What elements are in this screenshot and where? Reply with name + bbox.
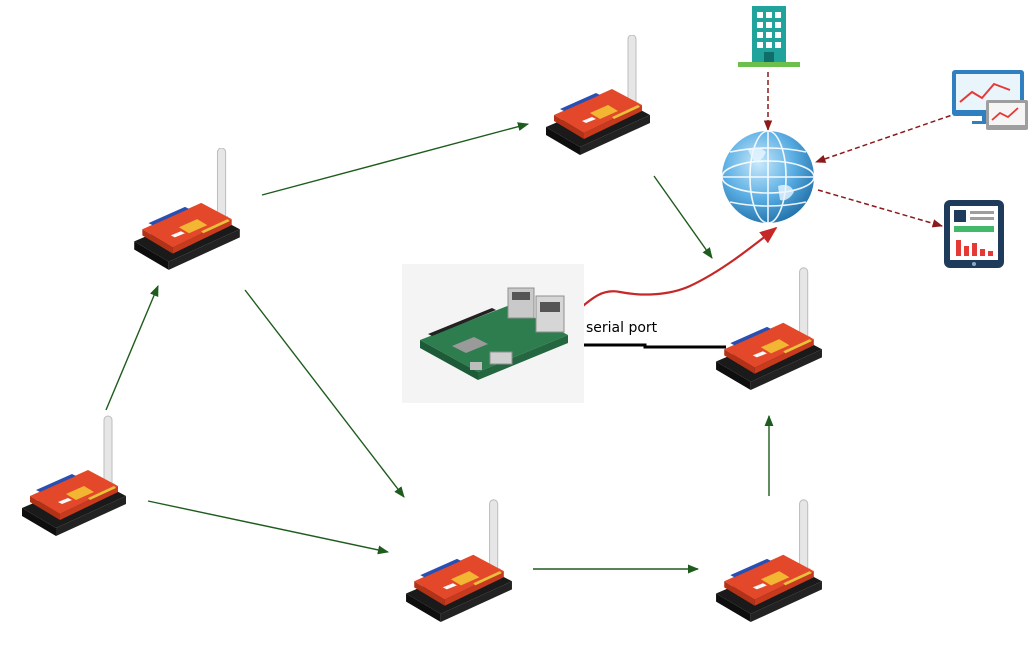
node-bottom-right: [715, 499, 823, 623]
node-top-center: [545, 35, 651, 156]
internet-globe-icon: [721, 130, 815, 224]
node-left-lower: [21, 415, 127, 537]
internet-uplink: [576, 226, 778, 312]
link-left-lower-to-bottom-center: [147, 500, 390, 555]
raspberry-pi: [402, 264, 584, 403]
node-left-upper: [133, 148, 241, 271]
node-gateway: [715, 267, 823, 391]
link-left-lower-to-left-upper: [105, 284, 159, 411]
serial-port-label: serial port: [586, 320, 658, 336]
desktop-monitor-icon: [952, 70, 1028, 130]
link-desktop-to-globe: [815, 112, 959, 163]
link-left-upper-to-bottom-center: [244, 289, 405, 498]
link-top-center-to-gateway: [653, 175, 713, 259]
link-globe-to-tablet: [817, 189, 944, 228]
node-bottom-center: [405, 499, 513, 623]
serial-link: serial port: [568, 320, 726, 349]
office-building-icon: [738, 6, 800, 67]
link-left-upper-to-top-center: [261, 122, 530, 196]
mesh-links: [105, 122, 774, 574]
remote-links: [763, 72, 959, 228]
tablet-report-icon: [944, 200, 1004, 268]
